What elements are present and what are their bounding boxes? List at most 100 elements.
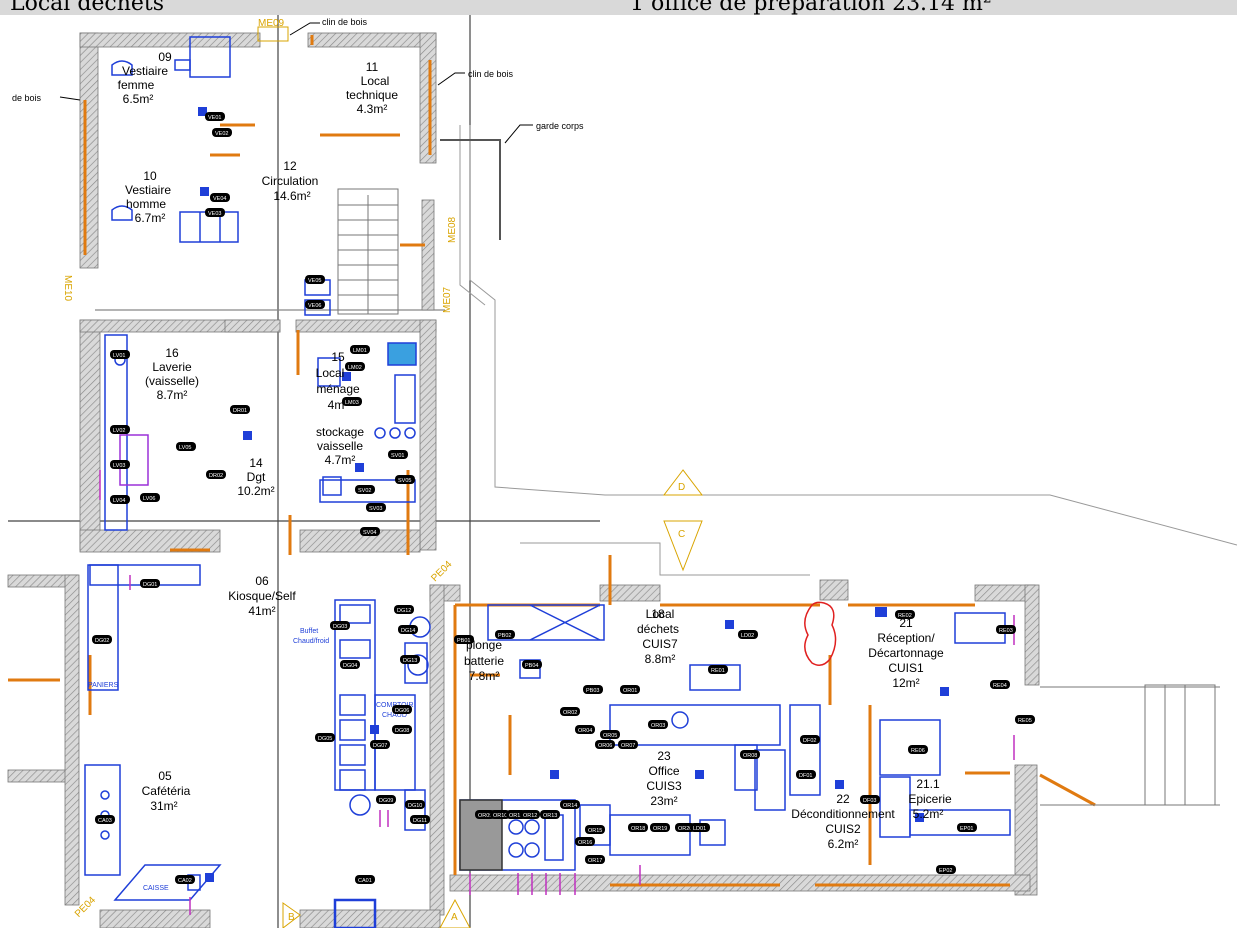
callout-clin-top: clin de bois [322, 17, 368, 27]
svg-text:DG13: DG13 [403, 658, 417, 664]
svg-text:OR04: OR04 [578, 728, 592, 734]
grid-marker-d: D [678, 482, 685, 493]
room-05: 05 Cafétéria 31m² [142, 769, 191, 813]
room-15-storage: stockage vaisselle 4.7m² [316, 425, 364, 467]
equipment-tag: PB03 [583, 685, 603, 694]
equipment-tag: RE05 [1015, 715, 1035, 724]
equipment-tag: OR17 [585, 855, 605, 864]
equipment-tag: RE01 [708, 665, 728, 674]
equipment-tag: VE01 [205, 112, 225, 121]
svg-text:Décartonnage: Décartonnage [868, 646, 944, 660]
equipment-tag: LV04 [110, 495, 130, 504]
svg-text:Cafétéria: Cafétéria [142, 784, 191, 798]
elev-me07: ME07 [442, 286, 453, 313]
equipment-tag: CA02 [175, 875, 195, 884]
svg-text:6.5m²: 6.5m² [123, 92, 154, 106]
svg-text:DG09: DG09 [379, 798, 393, 804]
svg-text:CA02: CA02 [178, 878, 192, 884]
svg-text:ménage: ménage [316, 382, 360, 396]
floor-plan: D C B A ME09 ME08 ME07 ME10 PE04 PE04 cl… [7, 15, 1237, 928]
svg-text:LV03: LV03 [113, 463, 125, 469]
svg-text:VE01: VE01 [208, 115, 221, 121]
svg-text:homme: homme [126, 197, 166, 211]
equipment-tag: DR01 [230, 405, 250, 414]
svg-text:DG07: DG07 [373, 743, 387, 749]
svg-text:SV02: SV02 [358, 488, 371, 494]
site-boundary [459, 125, 1237, 576]
room-11: 11 Local technique 4.3m² [346, 60, 398, 116]
equipment-tag: VE04 [210, 193, 230, 202]
svg-text:Local: Local [316, 366, 345, 380]
svg-text:Kiosque/Self: Kiosque/Self [228, 589, 296, 603]
svg-text:SV05: SV05 [398, 478, 411, 484]
svg-text:VE06: VE06 [308, 303, 321, 309]
elev-me09: ME09 [258, 18, 285, 29]
svg-text:RE01: RE01 [711, 668, 725, 674]
equipment-tag: DG14 [398, 625, 418, 634]
equipment-tag: OR20 [675, 823, 695, 832]
svg-text:Dgt: Dgt [247, 470, 266, 484]
caisse-label: CAISSE [143, 885, 169, 892]
svg-text:déchets: déchets [637, 622, 679, 636]
header-left-text: Local déchets [10, 0, 165, 15]
equipment-tag: OR10 [490, 810, 510, 819]
svg-text:DG11: DG11 [413, 818, 427, 824]
svg-text:Circulation: Circulation [262, 174, 319, 188]
equipment-tag: OR05 [600, 730, 620, 739]
svg-text:Déconditionnement: Déconditionnement [791, 807, 895, 821]
equipment-tags: VE01VE02VE03VE04VE05VE06LM01LM02LM03LV01… [92, 112, 1035, 884]
svg-text:DR01: DR01 [233, 408, 247, 414]
svg-text:DF02: DF02 [803, 738, 816, 744]
svg-text:LD01: LD01 [693, 826, 706, 832]
svg-text:5.2m²: 5.2m² [913, 807, 944, 821]
room-21: 21 Réception/ Décartonnage CUIS1 12m² [868, 616, 944, 690]
svg-text:batterie: batterie [464, 654, 504, 668]
svg-text:stockage: stockage [316, 425, 364, 439]
svg-text:LV05: LV05 [179, 445, 191, 451]
svg-text:LM01: LM01 [353, 348, 367, 354]
svg-text:OR06: OR06 [598, 743, 612, 749]
equipment-tag: LV06 [140, 493, 160, 502]
equipment-tag: DG01 [140, 579, 160, 588]
room-labels: 09 Vestiaire femme 6.5m² 10 Vestiaire ho… [118, 50, 952, 851]
callout-garde-corps: garde corps [536, 121, 584, 131]
svg-text:CUIS7: CUIS7 [642, 637, 678, 651]
equipment-tag: LM01 [350, 345, 370, 354]
room-14: 14 Dgt 10.2m² [237, 456, 274, 498]
staircase [337, 188, 1220, 806]
equipment-tag: LD02 [738, 630, 758, 639]
svg-text:vaisselle: vaisselle [317, 439, 363, 453]
grid-marker-a: A [451, 912, 458, 923]
svg-text:DF01: DF01 [799, 773, 812, 779]
svg-text:DG14: DG14 [401, 628, 415, 634]
paniers-label: PANIERS [88, 682, 119, 689]
equipment-tag: OR03 [648, 720, 668, 729]
svg-text:OR10: OR10 [493, 813, 507, 819]
equipment-tag: LV01 [110, 350, 130, 359]
equipment-tag: OR18 [628, 823, 648, 832]
svg-text:LV06: LV06 [143, 496, 155, 502]
svg-text:CUIS1: CUIS1 [888, 661, 924, 675]
svg-text:14: 14 [249, 456, 263, 470]
svg-text:DG04: DG04 [343, 663, 357, 669]
equipment-tag: DG05 [315, 733, 335, 742]
svg-text:Vestiaire: Vestiaire [122, 64, 168, 78]
svg-text:14.6m²: 14.6m² [273, 189, 310, 203]
equipment-tag: RE04 [990, 680, 1010, 689]
svg-text:05: 05 [158, 769, 172, 783]
revision-cloud [804, 601, 837, 666]
svg-text:femme: femme [118, 78, 155, 92]
equipment-tag: OR14 [560, 800, 580, 809]
svg-text:OR11: OR11 [509, 813, 523, 819]
svg-text:Local: Local [646, 607, 675, 621]
svg-text:22: 22 [836, 792, 850, 806]
svg-text:12: 12 [283, 159, 297, 173]
svg-text:15: 15 [331, 350, 345, 364]
svg-text:DG06: DG06 [395, 708, 409, 714]
svg-text:OR13: OR13 [543, 813, 557, 819]
header-right-text: 1 office de préparation 23.14 m² [630, 0, 992, 15]
room-22: 22 Déconditionnement CUIS2 6.2m² [791, 792, 895, 851]
svg-text:CUIS2: CUIS2 [825, 822, 861, 836]
equipment-tag: DG02 [92, 635, 112, 644]
room-18: 18 Local déchets CUIS7 8.8m² [637, 607, 679, 666]
